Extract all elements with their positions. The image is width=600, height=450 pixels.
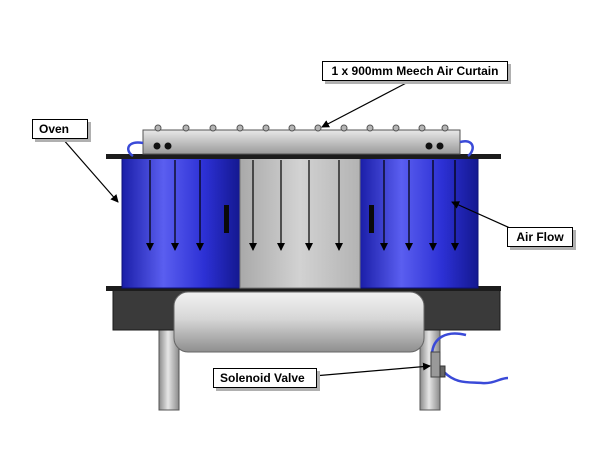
left-door-handle [224, 205, 229, 233]
solenoid-valve-body [430, 351, 441, 378]
airflow-arrows [146, 160, 459, 251]
solenoid-cable-lower [443, 371, 509, 385]
solenoid-valve-connector [439, 365, 446, 378]
oven-leader [61, 137, 119, 203]
valve-leader [301, 362, 431, 378]
right-power-cable [459, 139, 474, 157]
air-curtain-unit [142, 129, 461, 155]
solenoid-valve-label: Solenoid Valve [213, 368, 317, 388]
oven-door-panel [239, 157, 361, 289]
left-oven-drum [121, 157, 241, 289]
right-door-handle [369, 205, 374, 233]
right-oven-drum [359, 157, 479, 289]
curtain-leader [321, 79, 413, 128]
air-curtain-fan-motors [153, 142, 444, 150]
solenoid-cable-upper [430, 332, 467, 355]
top-plate [106, 154, 501, 159]
left-power-cable [127, 141, 144, 158]
air-curtain-bolts [154, 124, 449, 132]
air-flow-label: Air Flow [507, 227, 573, 247]
lower-cylinder [173, 291, 425, 353]
air-curtain-label: 1 x 900mm Meech Air Curtain [322, 61, 508, 81]
callout-leader-lines [61, 79, 511, 378]
oven-label: Oven [32, 119, 88, 139]
airflow-leader [451, 201, 511, 229]
